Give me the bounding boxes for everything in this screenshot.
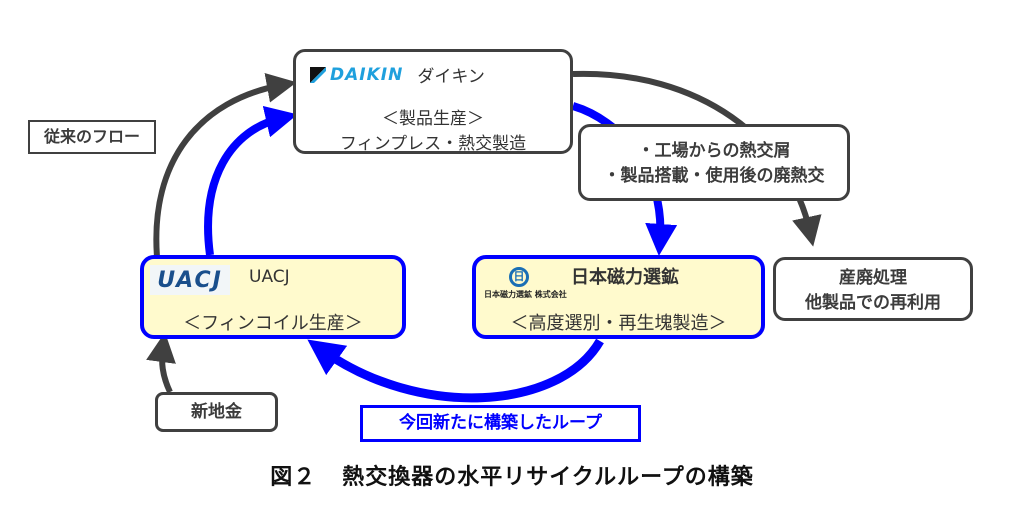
uacj-logo-icon: UACJ <box>150 265 230 295</box>
nippon-jiryoku-logo: 日 日本磁力選鉱 株式会社 <box>484 267 567 300</box>
disposal-line-2: 他製品での再利用 <box>805 293 941 313</box>
nippon-jiryoku-process: ＜高度選別・再生塊製造＞ <box>510 313 727 334</box>
uacj-name: UACJ <box>249 267 290 287</box>
daikin-name: ダイキン <box>417 67 485 87</box>
figure-caption: 図２ 熱交換器の水平リサイクルループの構築 <box>0 459 1024 491</box>
legacy-flow-text: 従来のフロー <box>43 127 140 146</box>
new-loop-label: 今回新たに構築したループ <box>360 405 641 442</box>
disposal-box: 産廃処理 他製品での再利用 <box>773 257 973 321</box>
daikin-logo-text: DAIKIN <box>330 64 404 85</box>
new-metal-text: 新地金 <box>191 402 242 422</box>
nippon-jiryoku-name: 日本磁力選鉱 <box>571 267 679 288</box>
daikin-logo-icon <box>310 66 326 83</box>
uacj-box: UACJ UACJ ＜フィンコイル生産＞ <box>140 255 406 339</box>
legacy-flow-label: 従来のフロー <box>28 120 156 154</box>
disposal-line-1: 産廃処理 <box>839 268 907 288</box>
scrap-source-box: ・工場からの熱交屑 ・製品搭載・使用後の廃熱交 <box>578 124 850 201</box>
daikin-logo: DAIKIN <box>310 65 403 85</box>
uacj-logo-text: UACJ <box>157 267 223 293</box>
uacj-process: ＜フィンコイル生産＞ <box>183 313 363 334</box>
figure-number: 図２ <box>270 465 317 490</box>
nippon-jiryoku-logo-icon: 日 <box>509 267 529 287</box>
daikin-box: DAIKIN ダイキン ＜製品生産＞ フィンプレス・熱交製造 <box>293 49 573 154</box>
new-loop-text: 今回新たに構築したループ <box>399 413 602 433</box>
loop-arrow-magnet-to-uacj <box>307 338 604 403</box>
scrap-source-line-2: ・製品搭載・使用後の廃熱交 <box>603 166 825 186</box>
new-metal-box: 新地金 <box>155 392 278 432</box>
scrap-source-line-1: ・工場からの熱交屑 <box>637 141 791 161</box>
daikin-process: ＜製品生産＞ <box>382 109 484 129</box>
daikin-detail: フィンプレス・熱交製造 <box>339 134 527 154</box>
nippon-jiryoku-logo-subtext: 日本磁力選鉱 株式会社 <box>484 290 567 299</box>
legacy-arrow-uacj-to-daikin <box>153 72 297 258</box>
legacy-arrow-newmetal-to-uacj <box>146 332 176 394</box>
figure-title: 熱交換器の水平リサイクルループの構築 <box>342 465 754 490</box>
loop-arrow-uacj-to-daikin <box>204 106 298 256</box>
nippon-jiryoku-box: 日 日本磁力選鉱 株式会社 日本磁力選鉱 ＜高度選別・再生塊製造＞ <box>472 255 765 339</box>
